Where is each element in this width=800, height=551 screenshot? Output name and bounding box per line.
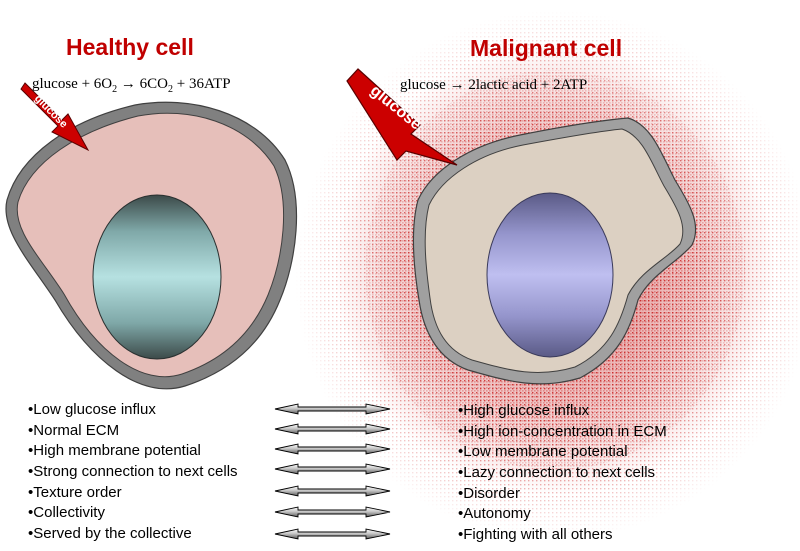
healthy-cell: [5, 101, 298, 390]
list-item: Low glucose influx: [28, 400, 238, 421]
healthy-eq-o2-sub: 2: [112, 84, 118, 95]
malignant-eq-product: 2lactic acid: [468, 77, 538, 93]
healthy-eq-co2-base: CO: [147, 76, 168, 92]
malignant-cell-title: Malignant cell: [470, 35, 623, 61]
list-item: Low membrane potential: [458, 442, 667, 463]
list-item: Strong connection to next cells: [28, 462, 237, 483]
double-headed-arrow-icon: [274, 485, 391, 497]
malignant-properties-list: High glucose influx High ion-concentrati…: [458, 401, 667, 546]
healthy-eq-co2-coef: 6: [139, 76, 148, 92]
list-item: Fighting with all others: [458, 525, 667, 546]
comparison-arrows: [274, 403, 391, 540]
healthy-eq-o2-base: O: [101, 76, 113, 92]
double-headed-arrow-icon: [274, 443, 391, 455]
healthy-equation: glucose + 6O2 → 6CO2 + 36ATP: [32, 76, 231, 95]
double-headed-arrow-icon: [274, 463, 391, 475]
healthy-eq-reactant: glucose: [32, 76, 78, 92]
list-item: Autonomy: [458, 504, 667, 525]
healthy-glucose-label: glucose: [32, 93, 70, 131]
list-item: High ion-concentration in ECM: [458, 422, 666, 443]
double-headed-arrow-icon: [274, 528, 391, 540]
malignant-eq-atp: 2ATP: [553, 77, 588, 93]
malignant-equation: glucose → 2lactic acid + 2ATP: [400, 77, 588, 93]
list-item: High membrane potential: [28, 441, 238, 462]
healthy-eq-atp: 36ATP: [188, 76, 231, 92]
list-item: Served by the collective: [28, 524, 238, 545]
healthy-properties-list: Low glucose influx Normal ECM High membr…: [28, 400, 238, 545]
malignant-eq-reactant: glucose: [400, 77, 446, 93]
healthy-cell-title: Healthy cell: [66, 34, 194, 60]
list-item: Collectivity: [28, 503, 238, 524]
double-headed-arrow-icon: [274, 506, 391, 518]
double-headed-arrow-icon: [274, 423, 391, 435]
malignant-cell-nucleus: [486, 192, 614, 358]
list-item: Disorder: [458, 484, 667, 505]
double-headed-arrow-icon: [274, 403, 391, 415]
list-item: Texture order: [28, 483, 238, 504]
list-item: High glucose influx: [458, 401, 667, 422]
list-item: Lazy connection to next cells: [458, 463, 667, 484]
list-item: Normal ECM: [28, 421, 238, 442]
healthy-eq-o2-coef: 6: [93, 76, 102, 92]
healthy-cell-nucleus: [92, 194, 222, 360]
malignant-cell: [412, 117, 697, 385]
healthy-eq-co2-sub: 2: [167, 84, 173, 95]
